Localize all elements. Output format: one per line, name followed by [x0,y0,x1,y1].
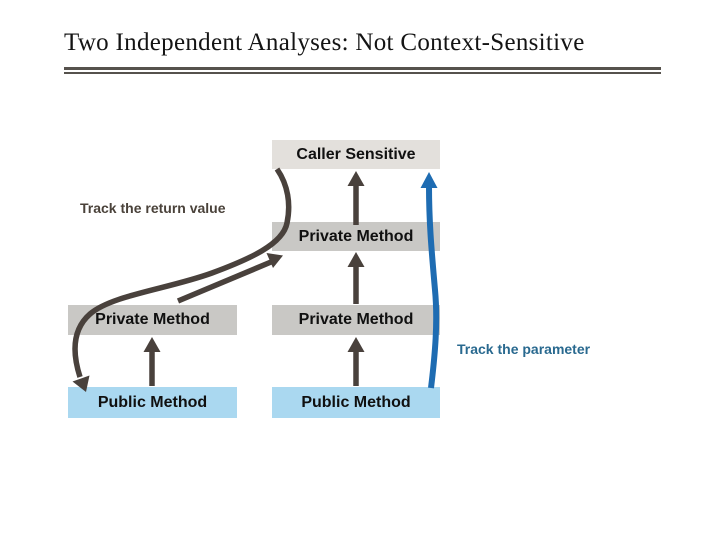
box-private-method-left-label: Private Method [95,311,210,328]
box-private-method-left: Private Method [68,305,237,335]
call-arrow-mid-top [347,171,365,225]
call-arrow-mid-bottom [347,337,365,386]
box-public-method-left: Public Method [68,387,237,418]
title-rule-top [64,67,661,70]
track-parameter-label: Track the parameter [457,341,591,357]
box-public-method-mid: Public Method [272,387,440,418]
parameter-flow-arrow [420,172,440,389]
box-caller-sensitive-label: Caller Sensitive [296,146,416,163]
box-private-method-mid-label: Private Method [298,311,414,328]
box-public-method-left-label: Public Method [97,394,208,411]
title-rule-bottom [64,72,661,74]
box-private-method-top-label: Private Method [298,228,414,245]
box-caller-sensitive: Caller Sensitive [272,140,440,169]
slide-title: Two Independent Analyses: Not Context-Se… [64,29,585,56]
box-public-method-mid-label: Public Method [301,394,411,411]
call-edge-arrow [176,253,283,304]
call-arrow-mid-middle [347,252,365,304]
track-return-label: Track the return value [80,200,226,216]
box-private-method-mid: Private Method [272,305,440,335]
call-arrow-left [143,337,161,386]
box-private-method-top: Private Method [272,222,440,251]
